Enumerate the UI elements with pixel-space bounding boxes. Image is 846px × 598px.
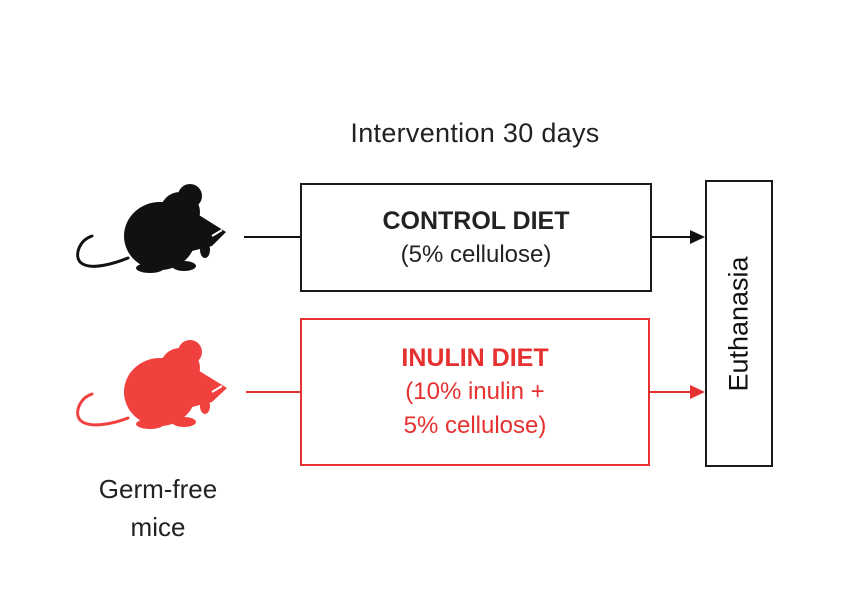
germ-free-mice-label: Germ-free mice [58,470,258,546]
control-diet-box: CONTROL DIET (5% cellulose) [300,183,652,292]
intervention-label: Intervention 30 days [350,118,600,148]
control-diet-subtitle: (5% cellulose) [400,240,552,268]
euthanasia-label: Euthanasia [723,255,754,392]
inulin-diet-line1: (10% inulin + [405,378,545,405]
euthanasia-box: Euthanasia [705,180,773,467]
germ-free-line1: Germ-free [98,474,218,504]
inulin-diet-line2: 5% cellulose) [403,412,547,439]
germ-free-line2: mice [130,512,186,542]
black-mouse-icon [76,184,226,273]
inulin-arrowhead [690,385,705,399]
control-diet-title: CONTROL DIET [382,206,570,235]
inulin-diet-title: INULIN DIET [401,344,549,372]
control-arrowhead [690,230,705,244]
red-mouse-icon [76,340,227,429]
inulin-diet-box: INULIN DIET (10% inulin + 5% cellulose) [300,318,650,466]
